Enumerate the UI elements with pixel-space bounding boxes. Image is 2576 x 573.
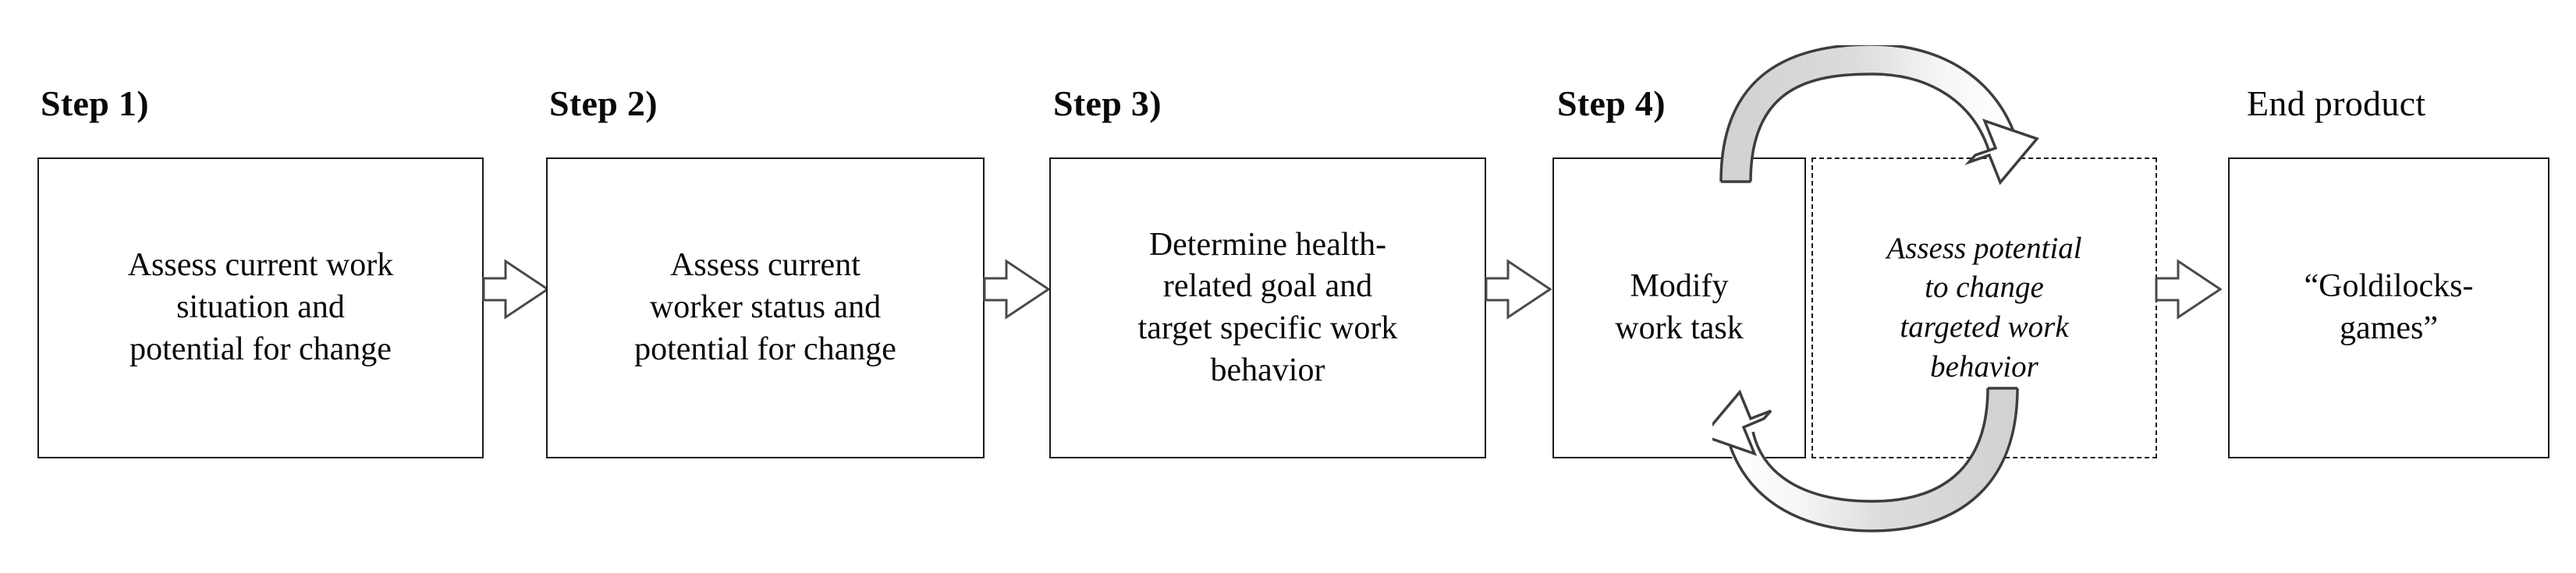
arrow-step3-to-step4 <box>1485 257 1552 321</box>
step-3-box: Determine health- related goal and targe… <box>1049 157 1486 458</box>
step-4-assess-box-text: Assess potential to change targeted work… <box>1886 231 2082 384</box>
step-1-box-text: Assess current work situation and potent… <box>127 247 394 367</box>
end-product-box-text: “Goldilocks- games” <box>2304 268 2474 346</box>
loop-arrow-bottom-icon <box>1712 366 2040 561</box>
end-product-label: End product <box>2247 83 2426 123</box>
step-4-box-text: Modify work task <box>1615 268 1744 346</box>
step-4-label: Step 4) <box>1557 83 1666 123</box>
step-3-box-text: Determine health- related goal and targe… <box>1137 226 1398 388</box>
step-4-assess-potential-box: Assess potential to change targeted work… <box>1811 157 2157 458</box>
step-2-label: Step 2) <box>549 83 658 123</box>
step-3-label: Step 3) <box>1053 83 1162 123</box>
arrow-step1-to-step2 <box>482 257 549 321</box>
step-1-box: Assess current work situation and potent… <box>37 157 484 458</box>
arrow-step2-to-step3 <box>983 257 1050 321</box>
arrow-step4-to-end-product <box>2155 257 2222 321</box>
step-1-label: Step 1) <box>41 83 149 123</box>
step-2-box-text: Assess current worker status and potenti… <box>634 247 896 367</box>
step-4-modify-work-task-box: Modify work task <box>1552 157 1806 458</box>
loop-arrow-top-icon <box>1712 45 2040 240</box>
step-2-box: Assess current worker status and potenti… <box>546 157 985 458</box>
end-product-box: “Goldilocks- games” <box>2228 157 2549 458</box>
